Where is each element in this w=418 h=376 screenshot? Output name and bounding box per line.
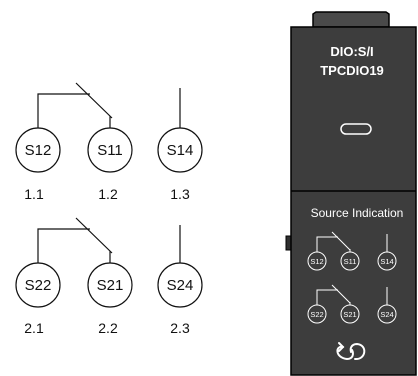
twist-lock-icon[interactable] (336, 342, 366, 361)
mini-circle-s21 (340, 304, 360, 324)
mini-label-s14: S14 (380, 257, 393, 266)
mini-label-s11: S11 (344, 257, 357, 266)
contact-circle-s24 (157, 262, 203, 308)
mini-circle-s11 (340, 251, 360, 271)
contact-circle-s11 (87, 127, 133, 173)
contact-label-s12: S12 (25, 142, 52, 159)
contact-label-s14: S14 (167, 142, 194, 159)
position-label-2-2: 2.2 (98, 320, 118, 336)
module-top-cap (312, 11, 390, 28)
mini-label-s21: S21 (343, 310, 356, 319)
contact-label-s22: S22 (25, 277, 52, 294)
mini-label-s22: S22 (310, 310, 323, 319)
module-mini-group-1 (307, 231, 397, 271)
module-title-line2: TPCDIO19 (320, 63, 384, 78)
twist-lock-arrow (338, 342, 345, 352)
twist-lock-arc-left (336, 345, 354, 361)
contact-wire-2 (37, 217, 113, 263)
module-section-label: Source Indication (311, 206, 404, 220)
position-label-1-3: 1.3 (170, 186, 190, 202)
module-slot-indicator (340, 123, 372, 135)
contact-label-s24: S24 (167, 277, 194, 294)
mini-circle-s12 (307, 251, 327, 271)
contact-label-s11: S11 (97, 142, 123, 159)
mini-circle-s14 (377, 251, 397, 271)
contact-circle-s14 (157, 127, 203, 173)
position-label-1-2: 1.2 (98, 186, 118, 202)
contact-circle-s12 (15, 127, 61, 173)
twist-lock-arc-right (349, 342, 366, 360)
contact-circle-s21 (87, 262, 133, 308)
module-mini-group-2 (307, 284, 397, 324)
position-label-1-1: 1.1 (24, 186, 44, 202)
contact-label-s21: S21 (97, 277, 124, 294)
io-module: DIO:S/I TPCDIO19 Source Indication S12 S… (285, 11, 417, 376)
position-label-2-1: 2.1 (24, 320, 44, 336)
mini-label-s12: S12 (310, 257, 323, 266)
mini-circle-s24 (377, 304, 397, 324)
contact-group-1: S12 S11 S14 1.1 1.2 1.3 (15, 82, 203, 202)
contact-group-2: S22 S21 S24 2.1 2.2 2.3 (15, 217, 203, 336)
mini-circle-s22 (307, 304, 327, 324)
contact-circle-s22 (15, 262, 61, 308)
contact-wire-1 (37, 82, 113, 128)
module-title-line1: DIO:S/I (330, 44, 373, 59)
mini-label-s24: S24 (380, 310, 393, 319)
position-label-2-3: 2.3 (170, 320, 190, 336)
